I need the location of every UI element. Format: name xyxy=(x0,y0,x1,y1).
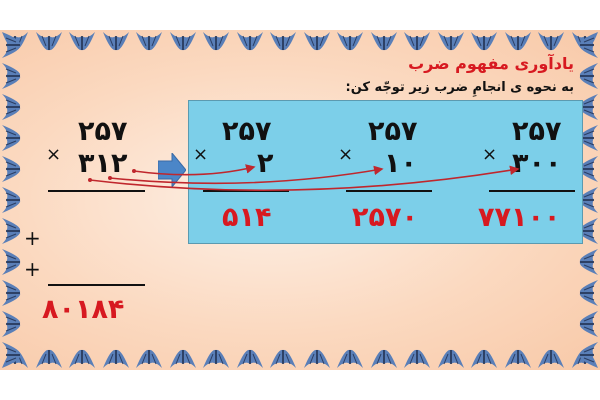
slide-subtitle: به نحوه ی انجامِ ضرب زیر توجّه کن: xyxy=(345,80,574,95)
leaf-icon xyxy=(337,32,364,51)
leaf-border-bottom xyxy=(0,348,600,370)
leaf-border-left xyxy=(0,30,22,370)
leaf-icon xyxy=(2,125,21,151)
leaf-icon xyxy=(69,349,96,368)
times-sign: × xyxy=(46,144,62,165)
leaf-icon xyxy=(579,342,598,368)
leaf-icon xyxy=(437,32,464,51)
step-3-underline xyxy=(489,190,575,192)
leaf-icon xyxy=(169,32,196,51)
plus-sign-1: + xyxy=(24,226,41,250)
step-2-times-sign: × xyxy=(338,144,354,165)
main-underline xyxy=(48,190,145,192)
leaf-icon xyxy=(136,349,163,368)
leaf-icon xyxy=(370,32,397,51)
step-3-multiplicand: ۲۵۷ xyxy=(512,116,562,147)
leaf-icon xyxy=(2,94,21,120)
leaf-icon xyxy=(35,349,62,368)
leaf-icon xyxy=(2,311,21,337)
leaf-icon xyxy=(471,349,498,368)
leaf-icon xyxy=(270,32,297,51)
main-multiplicand: ۲۵۷ xyxy=(78,116,128,147)
leaf-icon xyxy=(437,349,464,368)
leaf-icon xyxy=(136,32,163,51)
leaf-icon xyxy=(579,32,598,58)
leaf-icon xyxy=(538,32,565,51)
leaf-icon xyxy=(471,32,498,51)
leaf-icon xyxy=(404,32,431,51)
leaf-icon xyxy=(2,249,21,275)
main-result: ۸۰۱۸۴ xyxy=(42,294,125,325)
main-multiplier: ۳۱۲ xyxy=(78,148,128,179)
leaf-icon xyxy=(203,349,230,368)
leaf-icon xyxy=(203,32,230,51)
step-1-underline xyxy=(203,190,289,192)
step-2-multiplicand: ۲۵۷ xyxy=(368,116,418,147)
step-2-underline xyxy=(346,190,432,192)
step-3-result: ۷۷۱۰۰ xyxy=(478,202,561,233)
leaf-icon xyxy=(2,187,21,213)
leaf-icon xyxy=(236,32,263,51)
leaf-icon xyxy=(2,32,21,58)
step-3-times-sign: × xyxy=(482,144,498,165)
leaf-icon xyxy=(504,32,531,51)
leaf-icon xyxy=(579,156,598,182)
step-1-times-sign: × xyxy=(193,144,209,165)
step-1-multiplicand: ۲۵۷ xyxy=(222,116,272,147)
leaf-icon xyxy=(303,32,330,51)
leaf-icon xyxy=(270,349,297,368)
slide-title: یادآوری مفهوم ضرب xyxy=(408,54,574,73)
leaf-icon xyxy=(303,349,330,368)
step-2-result: ۲۵۷۰ xyxy=(352,202,418,233)
leaf-icon xyxy=(579,311,598,337)
leaf-icon xyxy=(504,349,531,368)
step-1-multiplier: ۲ xyxy=(257,148,274,179)
leaf-icon xyxy=(370,349,397,368)
leaf-icon xyxy=(579,63,598,89)
leaf-border-top xyxy=(0,30,600,52)
leaf-icon xyxy=(579,280,598,306)
leaf-icon xyxy=(69,32,96,51)
leaf-icon xyxy=(102,32,129,51)
leaf-icon xyxy=(2,218,21,244)
leaf-icon xyxy=(236,349,263,368)
slide: یادآوری مفهوم ضرب به نحوه ی انجامِ ضرب ز… xyxy=(0,30,600,370)
step-2-multiplier: ۱۰ xyxy=(384,148,417,179)
sum-underline xyxy=(48,284,145,286)
leaf-icon xyxy=(2,63,21,89)
step-3-multiplier: ۳۰۰ xyxy=(512,148,562,179)
leaf-icon xyxy=(102,349,129,368)
leaf-icon xyxy=(35,32,62,51)
leaf-icon xyxy=(404,349,431,368)
leaf-icon xyxy=(2,280,21,306)
leaf-icon xyxy=(337,349,364,368)
right-arrow-icon xyxy=(158,153,186,187)
leaf-icon xyxy=(169,349,196,368)
leaf-icon xyxy=(579,249,598,275)
leaf-icon xyxy=(2,342,21,368)
plus-sign-2: + xyxy=(24,257,41,281)
leaf-icon xyxy=(538,349,565,368)
leaf-icon xyxy=(2,156,21,182)
leaf-border-right xyxy=(578,30,600,370)
step-1-result: ۵۱۴ xyxy=(222,202,272,233)
